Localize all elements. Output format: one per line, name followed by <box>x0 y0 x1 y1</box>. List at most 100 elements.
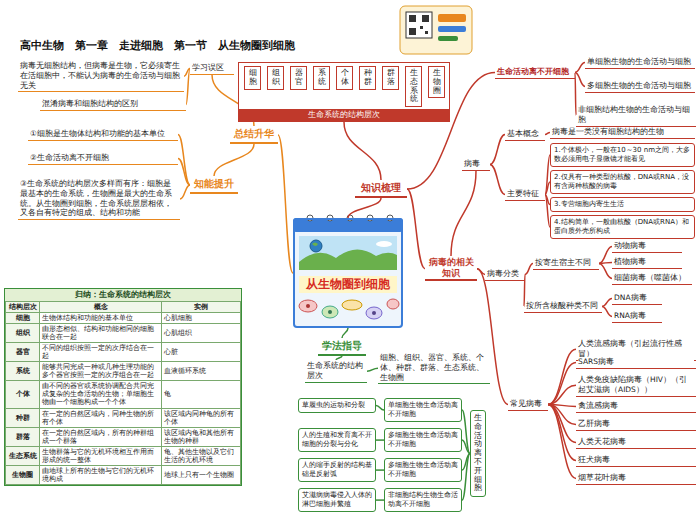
branch-item: 基本概念 <box>505 128 545 141</box>
process-box: 2.仅具有一种类型的核酸，DNA或RNA，没有含两种核酸的病毒 <box>550 170 695 194</box>
connector <box>451 171 476 256</box>
node-text: 学法指导 <box>320 339 364 353</box>
connector <box>376 499 384 501</box>
node-text: 知识梳理 <box>357 181 405 195</box>
table-cell: 组织 <box>6 324 40 343</box>
connector <box>344 122 381 180</box>
node-text: 烟草花叶病毒 <box>578 473 694 483</box>
table-cell: 不同的组织按照一定的次序结合在一起 <box>40 343 162 362</box>
branch-item: DNA病毒 <box>612 292 662 305</box>
node-text: 单细胞生物生命活动离不开细胞 <box>388 401 458 419</box>
branch-heading: 知能提升 <box>190 176 238 194</box>
table-cell: 生物群落与它的无机环境相互作用而形成的统一整体 <box>40 446 162 465</box>
table-cell: 由不同的器官或系统协调配合共同完成复杂的生命活动的生物；单细胞生物由一个细胞构成… <box>40 381 162 408</box>
table-cell: 心脏 <box>162 343 241 362</box>
node-text: 主要特征 <box>507 189 543 199</box>
branch-heading: 知识梳理 <box>355 180 407 198</box>
node-text: 人类免疫缺陷病毒（HIV）（引起艾滋病（AIDS）） <box>578 375 694 395</box>
node-text: 病毒无细胞结构，但病毒是生物，它必须寄生在活细胞中，不能认为病毒的生命活动与细胞… <box>20 61 182 90</box>
connector <box>524 274 525 306</box>
connector <box>278 135 293 273</box>
process-box: 单细胞生物生命活动离不开细胞 <box>384 398 462 422</box>
level-box: 系统 <box>313 66 330 90</box>
branch-item: 常见病毒 <box>508 398 548 411</box>
branch-heading: 总结升华 <box>230 126 278 144</box>
process-box: 草履虫的运动和分裂 <box>298 398 376 413</box>
node-text: 细胞 <box>249 69 257 87</box>
node-text: 单细胞生物的生命活动与细胞 <box>587 57 693 67</box>
node-text: 1.个体极小，一般在10～30 nm之间，大多数必须用电子显微镜才能看见 <box>554 146 691 164</box>
node-text: 多细胞生物生命活动离不开细胞 <box>388 431 458 449</box>
node-text: 学习误区 <box>192 63 232 73</box>
node-text: 病毒分类 <box>487 269 523 279</box>
connector <box>490 134 505 164</box>
summary-table: 归纳：生命系统的结构层次结构层次概念实例细胞生物体结构和功能的基本单位心肌细胞组… <box>4 288 242 486</box>
node-text: 2.仅具有一种类型的核酸，DNA或RNA，没有含两种核酸的病毒 <box>554 173 691 191</box>
branch-item: 按所含核酸种类不同 <box>524 300 602 313</box>
node-text: 生命系统的结构层次 <box>239 109 449 121</box>
node-text: 知能提升 <box>192 177 236 191</box>
table-cell: 龟 <box>162 381 241 408</box>
node-text: ①细胞是生物体结构和功能的基本单位 <box>30 129 176 139</box>
connector <box>376 406 384 411</box>
branch-item: 人类免疫缺陷病毒（HIV）（引起艾滋病（AIDS）） <box>576 374 696 397</box>
branch-item: 多细胞生物的生命活动与细胞 <box>585 80 695 93</box>
branch-item: 人类天花病毒 <box>576 436 696 449</box>
branch-heading: 病毒的相关知识 <box>425 256 477 281</box>
node-text: 器官 <box>295 69 303 87</box>
branch-item: 细菌病毒（噬菌体） <box>612 272 692 285</box>
node-text: 细菌病毒（噬菌体） <box>614 273 690 283</box>
branch-item: 生命系统的结构层次 <box>305 360 367 383</box>
branch-item: 混淆病毒和细胞结构的区别 <box>40 98 186 111</box>
connector <box>548 385 576 404</box>
table-cell: 种群 <box>6 408 40 427</box>
node-text: 病毒是一类没有细胞结构的生物 <box>552 127 693 137</box>
table-cell: 概念 <box>40 302 162 313</box>
branch-item: 单细胞生物的生命活动与细胞 <box>585 56 695 69</box>
node-text: 混淆病毒和细胞结构的区别 <box>42 99 184 109</box>
level-box: 生物圈 <box>428 66 445 98</box>
node-text: 人类天花病毒 <box>578 437 694 447</box>
connector <box>462 440 470 453</box>
connector <box>462 454 470 501</box>
connector <box>342 328 348 338</box>
node-text: 禽流感病毒 <box>578 401 694 411</box>
connector <box>376 469 384 471</box>
node-text: ②生命活动离不开细胞 <box>30 153 176 163</box>
table-cell: 群落 <box>6 427 40 446</box>
node-text: 艾滋病病毒侵入人体的淋巴细胞并繁殖 <box>302 491 372 509</box>
table-cell: 生物圈 <box>6 465 40 484</box>
table-cell: 系统 <box>6 362 40 381</box>
branch-item: 生命活动离不开细胞 <box>495 66 575 79</box>
node-text: 人的缩手反射的结构基础是反射弧 <box>302 461 372 479</box>
conclusion-box: 生命活动离不开细胞 <box>470 410 486 497</box>
connector <box>548 362 576 404</box>
calendar-picture <box>293 215 403 328</box>
table-cell: 在一定的自然区域内，同种生物的所有个体 <box>40 408 162 427</box>
node-text: 狂犬病毒 <box>578 455 694 465</box>
branch-item: 细胞、组织、器官、系统、个体、种群、群落、生态系统、生物圈 <box>378 352 490 384</box>
process-box: 1.个体极小，一般在10～30 nm之间，大多数必须用电子显微镜才能看见 <box>550 143 695 167</box>
table-cell: 能够共同完成一种或几种生理功能的多个器官按照一定的次序组合在一起 <box>40 362 162 381</box>
node-text: 种群 <box>364 69 372 87</box>
process-box: 多细胞生物生命活动离不开细胞 <box>384 428 462 452</box>
branch-item: ②生命活动离不开细胞 <box>28 152 178 165</box>
node-text: 非细胞结构生物的生命活动与细胞 <box>578 105 694 125</box>
node-text: 归纳：生命系统的结构层次 <box>5 289 241 301</box>
node-text: 病毒的相关知识 <box>427 257 475 278</box>
table-cell: 细胞 <box>6 313 40 324</box>
process-box: 艾滋病病毒侵入人体的淋巴细胞并繁殖 <box>298 488 376 512</box>
connector <box>376 439 384 441</box>
node-text: 生态系统 <box>410 69 418 104</box>
node-text: 按所含核酸种类不同 <box>526 301 600 311</box>
branch-item: 烟草花叶病毒 <box>576 472 696 485</box>
process-box: 4.结构简单，一般由核酸（DNA或RNA）和蛋白质外壳所构成 <box>550 215 695 239</box>
level-box: 细胞 <box>244 66 261 90</box>
branch-item: 非细胞结构生物的生命活动与细胞 <box>576 104 696 127</box>
branch-item: 乙肝病毒 <box>576 418 696 431</box>
branch-item: 动物病毒 <box>612 240 682 253</box>
table-cell: 心肌组织 <box>162 324 241 343</box>
connector <box>348 198 381 218</box>
level-band: 生命系统的结构层次细胞组织器官系统个体种群群落生态系统生物圈 <box>238 62 450 122</box>
branch-item: 学习误区 <box>190 62 234 75</box>
